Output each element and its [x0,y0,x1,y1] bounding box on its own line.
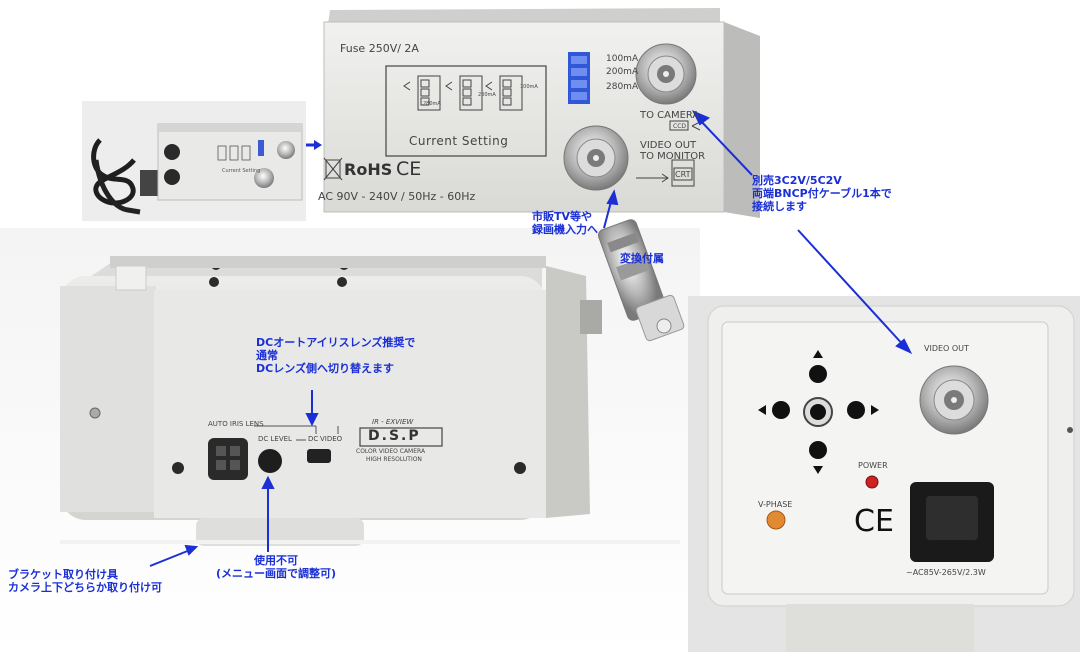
ccd-label: CCD [673,123,686,130]
power-unit-rear [323,8,760,218]
crt-label: CRT [675,170,691,179]
brand-sub2: HIGH RESOLUTION [366,456,422,463]
brand-sub1: COLOR VIDEO CAMERA [356,448,426,455]
rear-spec-label: ~AC85V-265V/2.3W [906,568,986,577]
dc-label: DC [308,435,319,443]
annotation-arrows [149,110,913,567]
dip-label-100: 100mA [606,54,639,64]
to-monitor-label: TO MONITOR [640,151,706,162]
small-label-280: 280mA [423,101,441,107]
current-setting-title: Current Setting [409,134,509,148]
bnc-adapter-photo [597,219,685,342]
annotation-tv: 市販TV等や 録画機入力へ [532,210,598,236]
rohs-label: RoHS [344,160,393,179]
annotation-dc-lens: DCオートアイリスレンズ推奨で 通常 DCレンズ側へ切り替えます [256,336,416,375]
video-out-rear-label: VIDEO OUT [924,344,969,353]
small-label-100: 100mA [520,84,538,90]
brand-main: D.S.P [368,428,421,444]
brand-top: IR - EXVIEW [372,418,414,426]
to-camera-label: TO CAMERA [640,110,700,121]
video-out-label: VIDEO OUT [640,140,697,151]
ce-mark-unit: CE [396,158,422,180]
fuse-label: Fuse 250V/ 2A [340,42,419,55]
video-label: VIDEO [320,435,343,443]
thumbnail-photo: Current Setting [82,101,306,221]
ce-mark-rear: CE [854,504,894,539]
camera-rear-photo [688,296,1080,652]
camera-side-photo [60,256,680,546]
dip-label-280: 280mA [606,82,639,92]
v-phase-label: V-PHASE [758,500,793,509]
dc-level-label: DC LEVEL [258,435,292,443]
annotation-cable: 別売3C2V/5C2V 両端BNCP付ケーブル1本で 接続します [752,174,892,213]
power-label: POWER [858,461,888,470]
annotation-bracket: ブラケット取り付け具 カメラ上下どちらか取り付け可 [8,568,162,594]
annotation-adapter: 変換付属 [620,252,664,265]
auto-iris-label: AUTO IRIS LENS [208,420,264,428]
dip-label-200: 200mA [606,67,639,77]
power-spec-label: AC 90V - 240V / 50Hz - 60Hz [318,190,476,203]
thumbnail-current-text: Current Setting [222,168,260,174]
annotation-unusable: 使用不可 (メニュー画面で調整可) [216,554,337,580]
small-label-200: 200mA [478,92,496,98]
